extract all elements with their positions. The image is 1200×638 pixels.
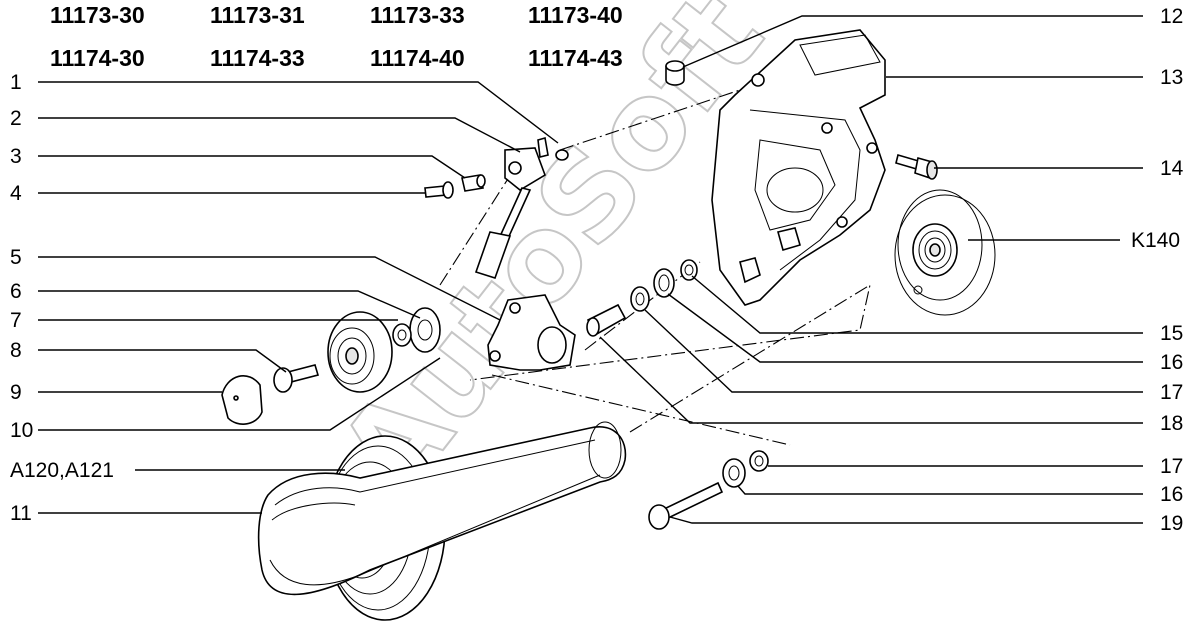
spacer-17 [630,286,650,312]
callout-15: 15 [1160,322,1183,345]
idler-pulley [327,311,393,393]
alternator-pulley [894,189,996,316]
sleeve-17 [586,303,627,337]
model-row1-col4: 11173-40 [528,2,623,28]
bolt-4 [424,181,454,199]
model-row1-col1: 11173-30 [50,2,145,28]
model-row2-col3: 11174-40 [370,45,465,71]
callout-2: 2 [10,107,22,130]
alternator-bracket [711,29,886,306]
bolt-19 [648,481,724,530]
callout-14: 14 [1160,157,1184,180]
model-row2-col1: 11174-30 [50,45,145,71]
callout-1: 1 [10,71,22,94]
bushing-7 [392,323,412,347]
callout-19: 19 [1160,512,1183,535]
callout-5: 5 [10,246,22,269]
bolt-14 [895,153,938,180]
bushing-17-lower [749,450,769,472]
leader-lines [38,15,1143,524]
callout-k140: K140 [1131,229,1180,252]
callout-a120-a121: A120,A121 [10,459,114,482]
callout-18: 18 [1160,412,1183,435]
model-row2-col4: 11174-43 [528,45,623,71]
model-row1-col2: 11173-31 [210,2,305,28]
model-row2-col2: 11174-33 [210,45,305,71]
tensioner-arm [487,294,576,371]
callout-17-lower: 17 [1160,455,1183,478]
callouts-left: 1 2 3 4 5 6 7 8 9 10 A120,A121 11 [10,71,114,525]
callout-7: 7 [10,309,22,332]
tensioner-rod [474,136,569,279]
callouts-right: 12 13 14 K140 15 16 17 18 17 16 19 [1131,5,1184,535]
model-row1-col3: 11173-33 [370,2,465,28]
callout-16-lower: 16 [1160,483,1183,506]
bolt-8 [273,364,320,393]
callout-13: 13 [1160,66,1183,89]
callout-6: 6 [10,280,22,303]
washer-16-lower [722,458,746,488]
callout-4: 4 [10,182,22,205]
washer-16 [653,268,675,298]
poly-v-belt [257,421,627,596]
callout-16: 16 [1160,351,1183,374]
callout-12: 12 [1160,5,1183,28]
washer-15 [680,259,698,281]
model-numbers: 11173-30 11173-31 11173-33 11173-40 1117… [50,2,623,71]
bushing-3 [461,174,486,192]
callout-17: 17 [1160,381,1183,404]
washer-6 [409,307,441,353]
spacer-12 [665,60,685,86]
dust-cap-9 [221,375,263,425]
callout-9: 9 [10,381,22,404]
callout-8: 8 [10,339,22,362]
callout-10: 10 [10,419,33,442]
callout-3: 3 [10,145,22,168]
callout-11: 11 [10,502,32,525]
